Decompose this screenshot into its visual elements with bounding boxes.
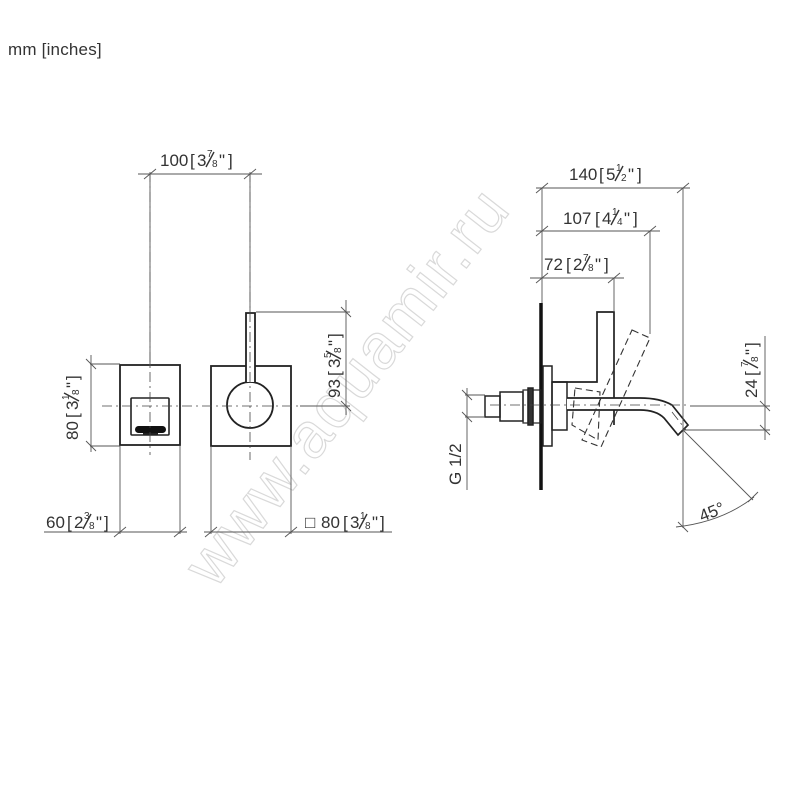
side-view	[484, 303, 690, 490]
svg-text:": "	[219, 151, 225, 170]
svg-text:[: [	[595, 209, 600, 228]
dimension-lines-side	[461, 182, 771, 533]
svg-text:]: ]	[637, 165, 642, 184]
angle-label: 45°	[696, 498, 727, 525]
svg-text:3: 3	[197, 151, 206, 170]
svg-text:93: 93	[325, 379, 344, 398]
svg-text:100: 100	[160, 151, 188, 170]
svg-text:[: [	[343, 513, 348, 532]
lever-alternate-position	[571, 329, 651, 448]
svg-text:3: 3	[350, 513, 359, 532]
svg-text:[: [	[67, 513, 72, 532]
svg-text:[: [	[63, 413, 82, 418]
svg-text:5: 5	[606, 165, 615, 184]
dim-80-vertical: 80 [ 3 1 8 " ]	[61, 375, 82, 440]
thread-label: G 1/2	[446, 443, 465, 485]
svg-text:8: 8	[212, 159, 218, 170]
svg-text:7: 7	[740, 361, 751, 367]
svg-text:[: [	[325, 371, 344, 376]
svg-text:": "	[325, 340, 344, 346]
svg-text:4: 4	[617, 217, 623, 228]
svg-text:8: 8	[750, 356, 761, 362]
dim-24: 24 [ 7 8 " ]	[740, 342, 761, 398]
dim-100: 100 [ 3 7 8 " ]	[160, 149, 233, 170]
svg-text:8: 8	[89, 521, 95, 532]
svg-text:]: ]	[325, 333, 344, 338]
svg-text:1: 1	[616, 163, 622, 174]
svg-text:]: ]	[63, 375, 82, 380]
svg-text:8: 8	[365, 521, 371, 532]
svg-text:1: 1	[612, 207, 618, 218]
svg-text:4: 4	[602, 209, 611, 228]
svg-text:5: 5	[323, 352, 334, 358]
svg-text:": "	[96, 513, 102, 532]
svg-text:2: 2	[573, 255, 582, 274]
svg-text:60: 60	[46, 513, 65, 532]
svg-text:3: 3	[63, 401, 82, 410]
dim-60: 60 [ 2 3 8 " ]	[46, 511, 109, 532]
svg-text:": "	[595, 255, 601, 274]
dim-93: 93 [ 3 5 8 " ]	[323, 333, 344, 398]
centerline-side	[490, 404, 690, 431]
svg-text:72: 72	[544, 255, 563, 274]
svg-text:107: 107	[563, 209, 591, 228]
svg-text:45°: 45°	[696, 498, 727, 525]
svg-text:80: 80	[321, 513, 340, 532]
svg-text:7: 7	[207, 149, 213, 160]
svg-text:": "	[63, 382, 82, 388]
svg-text:2: 2	[74, 513, 83, 532]
svg-text:1: 1	[360, 511, 366, 522]
svg-text:7: 7	[583, 253, 589, 264]
dimension-lines-front	[44, 168, 392, 538]
svg-text:80: 80	[63, 421, 82, 440]
dim-107: 107 [ 4 1 4 " ]	[563, 207, 638, 228]
svg-text:1: 1	[61, 394, 72, 400]
svg-text:3: 3	[325, 359, 344, 368]
svg-text:8: 8	[71, 389, 82, 395]
units-label: mm [inches]	[8, 40, 102, 59]
svg-text:]: ]	[633, 209, 638, 228]
svg-text:24: 24	[742, 379, 761, 398]
svg-text:]: ]	[742, 342, 761, 347]
svg-text:[: [	[190, 151, 195, 170]
dim-140: 140 [ 5 1 2 " ]	[569, 163, 642, 184]
svg-text:": "	[628, 165, 634, 184]
svg-text:": "	[372, 513, 378, 532]
svg-text:G 1/2: G 1/2	[446, 443, 465, 485]
svg-text:3: 3	[84, 511, 90, 522]
svg-text:[: [	[742, 371, 761, 376]
svg-text:]: ]	[380, 513, 385, 532]
svg-text:]: ]	[228, 151, 233, 170]
svg-text:8: 8	[588, 263, 594, 274]
svg-text:]: ]	[104, 513, 109, 532]
svg-text:[: [	[566, 255, 571, 274]
dim-80-square: □ 80 [ 3 1 8 " ]	[305, 511, 385, 532]
svg-text:140: 140	[569, 165, 597, 184]
svg-text:[: [	[599, 165, 604, 184]
svg-text:2: 2	[621, 173, 627, 184]
svg-text:": "	[742, 349, 761, 355]
svg-text:8: 8	[333, 347, 344, 353]
svg-text:□: □	[305, 513, 315, 532]
dim-72: 72 [ 2 7 8 " ]	[544, 253, 609, 274]
svg-text:]: ]	[604, 255, 609, 274]
svg-text:": "	[624, 209, 630, 228]
